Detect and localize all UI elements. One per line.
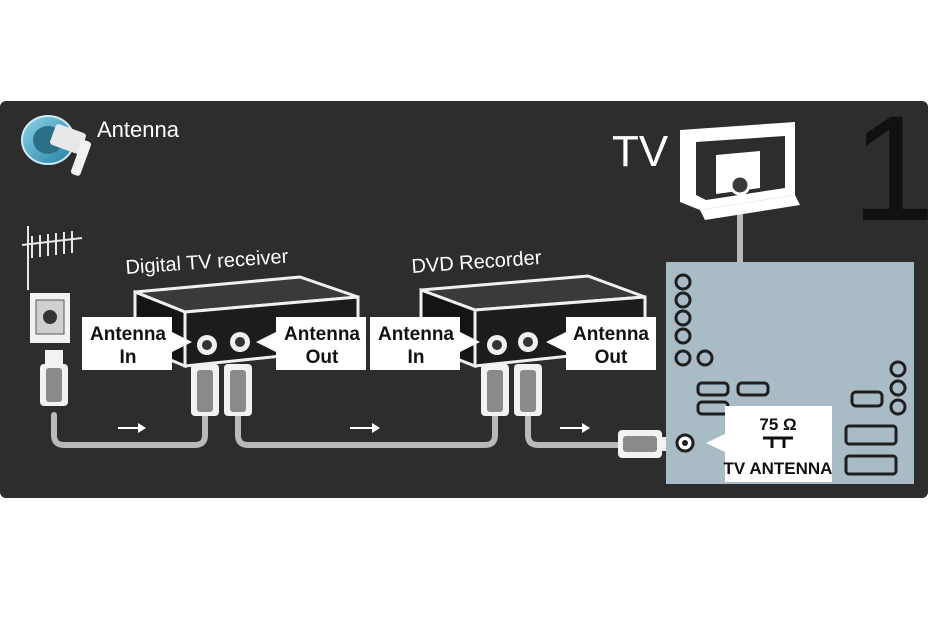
port-label-line1: Antenna bbox=[90, 324, 166, 345]
tv-icon bbox=[680, 122, 800, 220]
wall-socket-icon bbox=[30, 293, 70, 343]
port-label-line2: Out bbox=[306, 347, 339, 368]
plug-tv-in bbox=[618, 430, 672, 458]
header-title: Antenna bbox=[97, 117, 180, 142]
tv-label: TV bbox=[612, 127, 669, 176]
signal-direction-arrows bbox=[118, 423, 590, 433]
device-name: DVD Recorder bbox=[411, 247, 543, 278]
port-label-line2: In bbox=[408, 347, 425, 368]
plug-receiver-in bbox=[191, 364, 219, 416]
port-label-line1: Antenna bbox=[378, 324, 454, 345]
tv-antenna-aerial-icon bbox=[22, 226, 82, 290]
device-name: Digital TV receiver bbox=[125, 246, 289, 279]
port-label-line2: In bbox=[120, 347, 137, 368]
port-label-line2: Out bbox=[595, 347, 628, 368]
port-label-line1: Antenna bbox=[284, 324, 360, 345]
plug-receiver-out bbox=[224, 364, 252, 416]
plug-socket-out bbox=[40, 350, 68, 406]
step-number: 1 bbox=[852, 84, 935, 252]
plug-recorder-in bbox=[481, 364, 509, 416]
socket-impedance-label: 75 Ω bbox=[759, 415, 796, 434]
port-label-line1: Antenna bbox=[573, 324, 649, 345]
plug-recorder-out bbox=[514, 364, 542, 416]
antenna-plug-icon bbox=[22, 116, 92, 177]
socket-name-label: TV ANTENNA bbox=[724, 459, 833, 478]
